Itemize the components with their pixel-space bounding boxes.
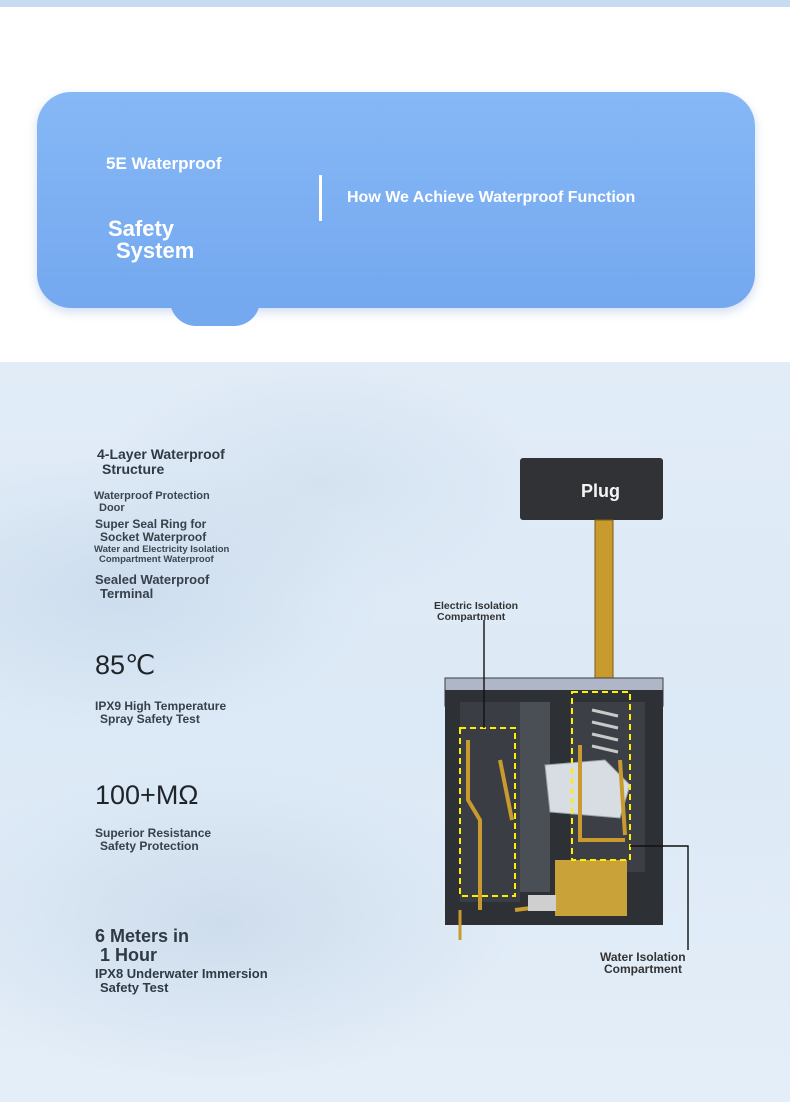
- layer-4a: Sealed Waterproof: [95, 572, 210, 587]
- plug-pin: [594, 519, 614, 681]
- socket-cross-section: [444, 458, 689, 950]
- layer-1: Waterproof Protection Door: [94, 490, 210, 514]
- plug-head: [520, 458, 663, 520]
- water-isolation-label: Water Isolation Compartment: [600, 951, 686, 975]
- layer-2: Super Seal Ring for Socket Waterproof: [95, 518, 206, 543]
- resistance-desc: Superior Resistance Safety Protection: [95, 827, 211, 852]
- structure-title: 4-Layer Waterproof Structure: [97, 447, 225, 476]
- temp-desc-b: Spray Safety Test: [100, 711, 200, 726]
- resistance-value: 100+MΩ: [95, 780, 199, 810]
- banner-tab: [170, 300, 260, 326]
- layer-1b: Door: [99, 501, 125, 514]
- temp-desc-a: IPX9 High Temperature: [95, 699, 227, 713]
- water-leader: [630, 845, 689, 950]
- brass-terminal: [555, 860, 627, 916]
- electric-label-b: Compartment: [437, 610, 506, 623]
- water-isolation-box: [571, 691, 631, 861]
- banner-title: 5E Waterproof: [106, 154, 222, 173]
- layer-3a: Water and Electricity Isolation: [94, 544, 230, 555]
- layer-4: Sealed Waterproof Terminal: [95, 573, 209, 600]
- layer-1a: Waterproof Protection: [94, 490, 210, 502]
- resistance-desc-b: Safety Protection: [100, 838, 199, 853]
- banner-title-2b: System: [116, 238, 195, 263]
- immersion-desc-a: IPX8 Underwater Immersion: [95, 966, 268, 981]
- shutter: [544, 759, 631, 819]
- banner-title-2: Safety System: [108, 218, 228, 262]
- banner-title-2a: Safety: [108, 216, 175, 241]
- structure-title-b: Structure: [102, 460, 165, 477]
- layer-2a: Super Seal Ring for: [95, 517, 207, 531]
- electric-isolation-label: Electric Isolation Compartment: [434, 601, 518, 622]
- water-label-a: Water Isolation: [600, 950, 686, 964]
- layer-3: Water and Electricity Isolation Compartm…: [94, 545, 229, 565]
- immersion-value-b: 1 Hour: [100, 944, 158, 965]
- immersion-desc-b: Safety Test: [100, 979, 169, 995]
- spring: [591, 708, 619, 754]
- layer-3b: Compartment Waterproof: [99, 553, 214, 565]
- banner-subtitle: How We Achieve Waterproof Function: [347, 189, 636, 206]
- structure-title-a: 4-Layer Waterproof: [97, 446, 225, 462]
- layer-4b: Terminal: [100, 585, 154, 601]
- electric-label-a: Electric Isolation: [434, 600, 519, 612]
- resistance-desc-a: Superior Resistance: [95, 826, 212, 840]
- layer-2b: Socket Waterproof: [100, 529, 207, 544]
- top-strip: [0, 0, 790, 7]
- immersion-value-a: 6 Meters in: [95, 926, 190, 946]
- header-banner: [37, 92, 755, 308]
- plug-label: Plug: [581, 481, 620, 501]
- temp-desc: IPX9 High Temperature Spray Safety Test: [95, 700, 226, 725]
- electric-isolation-box: [459, 727, 516, 897]
- temp-value: 85℃: [95, 650, 156, 680]
- immersion-desc: IPX8 Underwater Immersion Safety Test: [95, 967, 268, 994]
- water-label-b: Compartment: [604, 962, 683, 976]
- banner-divider: [319, 175, 322, 221]
- immersion-value: 6 Meters in 1 Hour: [95, 927, 189, 965]
